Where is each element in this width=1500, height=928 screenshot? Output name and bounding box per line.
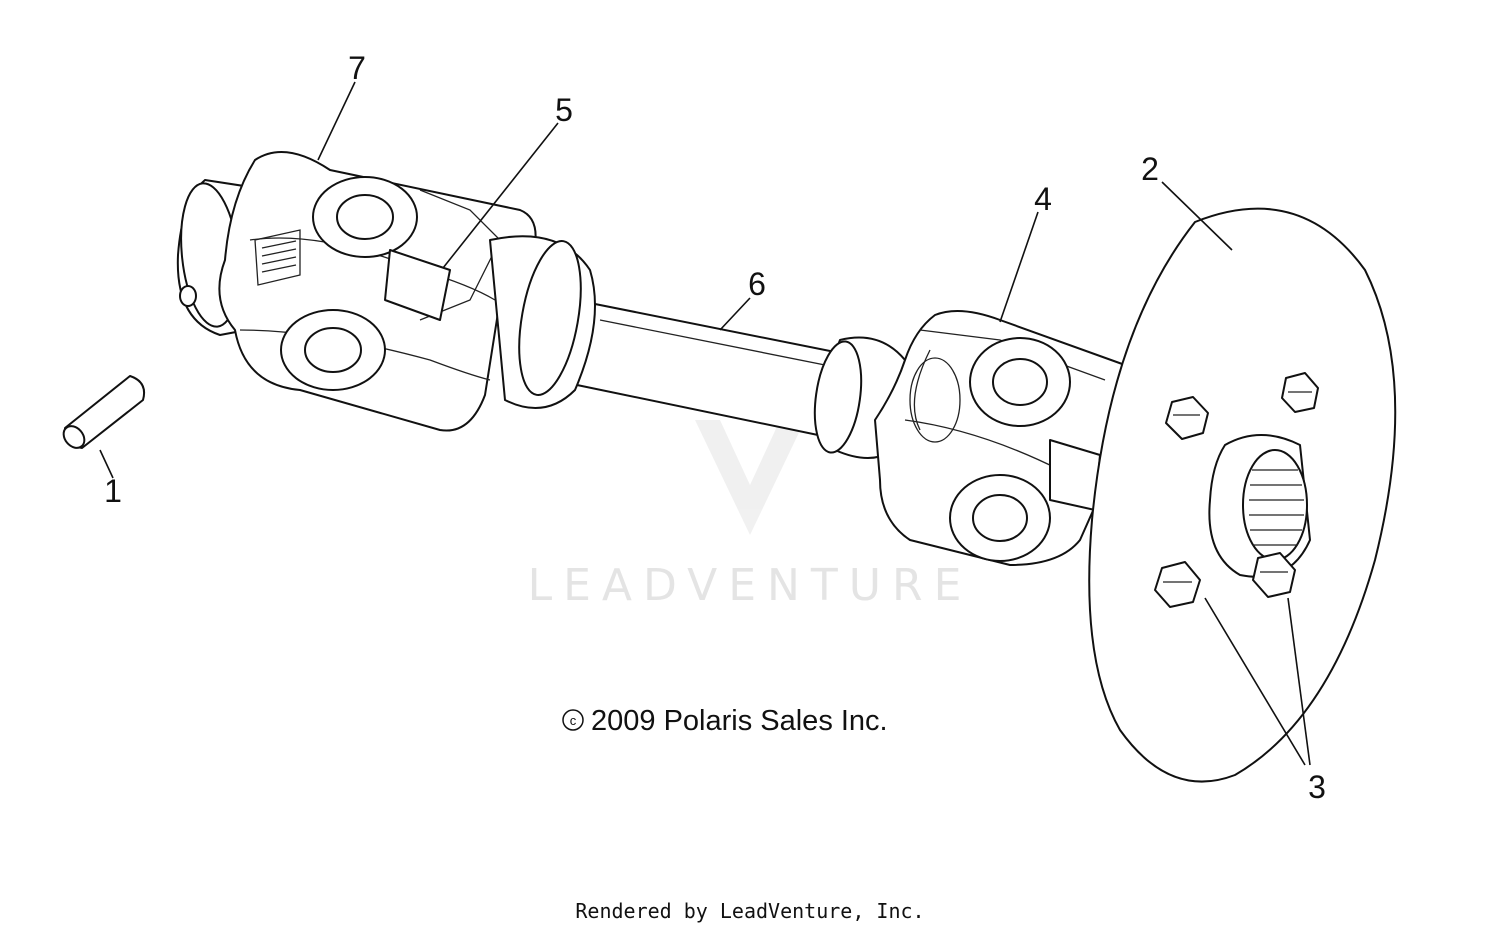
bolt-top-left bbox=[1165, 396, 1209, 440]
left-u-joint-assembly bbox=[176, 151, 596, 432]
bolt-bottom-left bbox=[1154, 561, 1201, 608]
bolt-top-right bbox=[1281, 372, 1319, 413]
bolt-bottom-right bbox=[1252, 552, 1296, 598]
copyright-symbol: c bbox=[570, 713, 577, 728]
copyright-icon bbox=[562, 709, 584, 731]
callout-4: 4 bbox=[1034, 181, 1052, 217]
watermark-text: LEADVENTURE bbox=[528, 560, 973, 611]
rendered-by-footer: Rendered by LeadVenture, Inc. bbox=[575, 899, 924, 923]
callout-2: 2 bbox=[1141, 151, 1159, 187]
copyright-text: 2009 Polaris Sales Inc. bbox=[591, 705, 888, 737]
callout-7: 7 bbox=[348, 50, 366, 86]
roll-pin bbox=[62, 375, 146, 449]
leader-lines bbox=[99, 81, 1311, 766]
callout-6: 6 bbox=[748, 266, 766, 302]
callout-3: 3 bbox=[1308, 769, 1326, 805]
callout-1: 1 bbox=[104, 473, 122, 509]
copyright-line: c 2009 Polaris Sales Inc. bbox=[562, 705, 888, 737]
splined-hub bbox=[1208, 434, 1311, 578]
right-u-joint-assembly bbox=[813, 310, 1133, 566]
callout-5: 5 bbox=[555, 92, 573, 128]
